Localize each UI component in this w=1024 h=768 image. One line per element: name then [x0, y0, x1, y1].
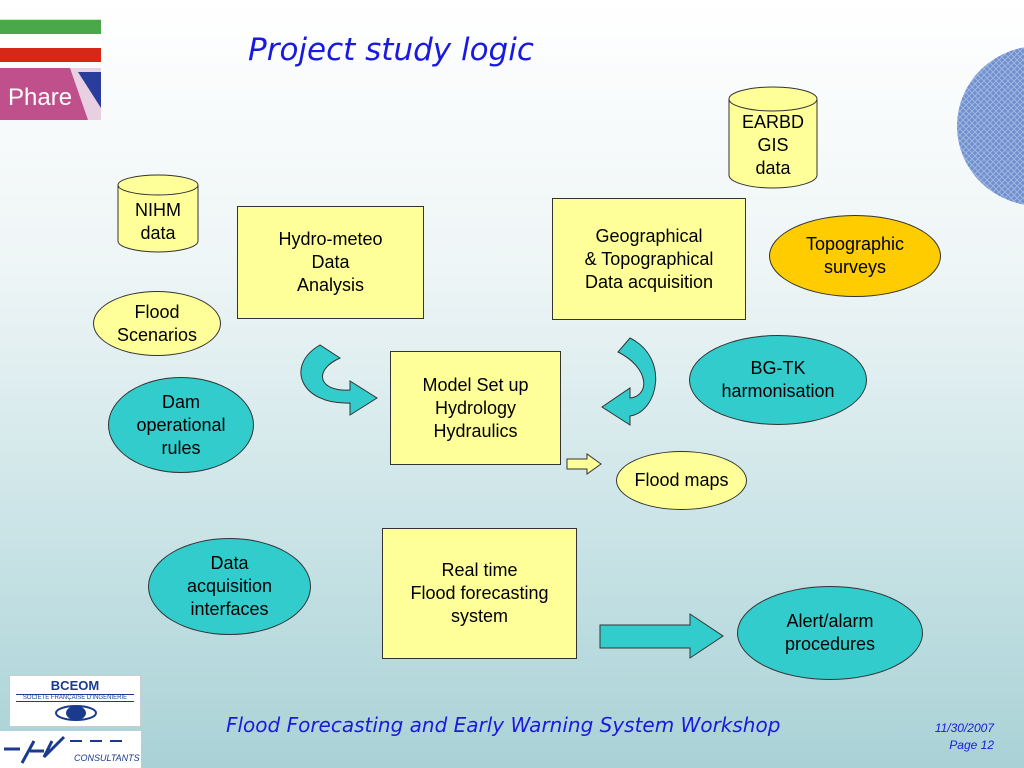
bceom-emblem-icon	[55, 705, 97, 721]
flood-scenarios-oval: Flood Scenarios	[93, 291, 221, 356]
bg-tk-harmonisation-oval: BG-TK harmonisation	[689, 335, 867, 425]
earbd-gis-data-label: EARBD GIS data	[741, 112, 804, 178]
flood-maps-oval: Flood maps	[616, 451, 747, 510]
footer-date-block: 11/30/2007 Page 12	[935, 720, 994, 754]
phare-logo-text: Phare	[8, 84, 73, 111]
earbd-database-icon	[728, 86, 818, 189]
bceom-logo-subtext: SOCIETE FRANÇAISE D'INGENIERIE	[16, 694, 134, 702]
real-time-forecasting-box: Real time Flood forecasting system	[382, 528, 577, 659]
slide-title: Project study logic	[248, 32, 534, 68]
data-acquisition-interfaces-oval: Data acquisition interfaces	[148, 538, 311, 635]
footer-date: 11/30/2007	[934, 721, 994, 735]
dam-operational-rules-oval: Dam operational rules	[108, 377, 254, 473]
phare-logo: Phare	[0, 68, 101, 120]
nihm-database-icon	[117, 174, 199, 253]
page-number: Page 12	[949, 738, 994, 752]
hkv-consultants-text: CONSULTANTS	[74, 753, 140, 763]
curved-arrow-right	[601, 337, 657, 426]
hydro-meteo-analysis-box: Hydro-meteo Data Analysis	[237, 206, 424, 319]
bceom-logo: BCEOM SOCIETE FRANÇAISE D'INGENIERIE	[9, 675, 141, 727]
bulgaria-flag	[0, 19, 101, 62]
globe-decoration	[957, 47, 1024, 205]
alert-alarm-procedures-oval: Alert/alarm procedures	[737, 586, 923, 680]
model-setup-box: Model Set up Hydrology Hydraulics	[390, 351, 561, 465]
hkv-logo: CONSULTANTS	[0, 731, 141, 768]
hkv-emblem-icon	[4, 735, 122, 764]
bceom-logo-text: BCEOM	[50, 678, 100, 693]
small-arrow-flood-maps	[566, 453, 602, 475]
nihm-data-label: NIHM data	[135, 200, 181, 243]
footer-title: Flood Forecasting and Early Warning Syst…	[226, 713, 781, 737]
geographical-data-acquisition-box: Geographical & Topographical Data acquis…	[552, 198, 746, 320]
topographic-surveys-oval: Topographic surveys	[769, 215, 941, 297]
curved-arrow-left	[300, 344, 378, 416]
big-arrow-alert	[599, 613, 724, 659]
